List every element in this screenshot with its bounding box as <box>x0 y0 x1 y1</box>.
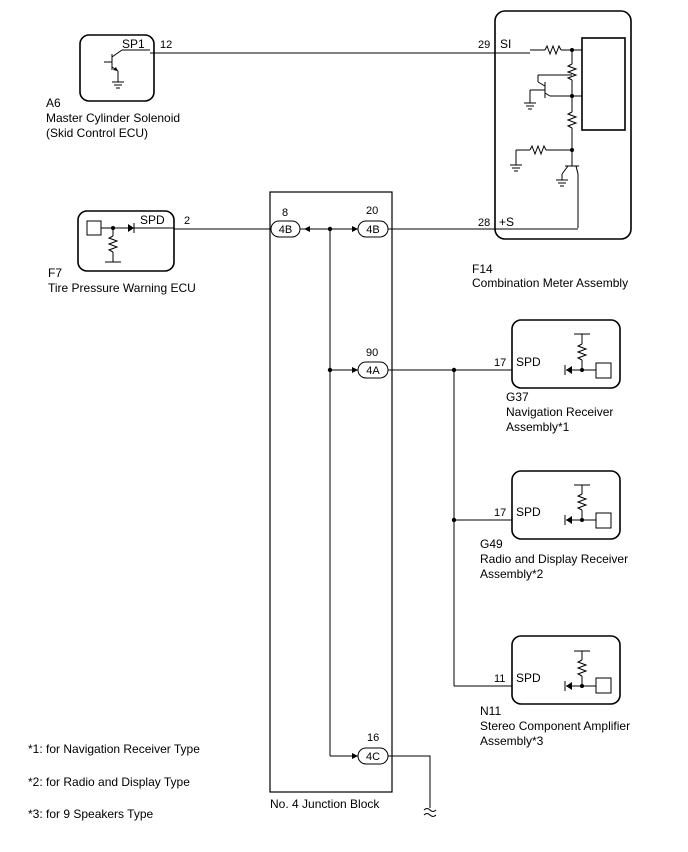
f7-code: F7 <box>48 266 62 280</box>
connector-8-4b: 4B 8 <box>270 207 301 238</box>
a6-code: A6 <box>46 96 61 110</box>
connector-pin: 8 <box>282 207 288 219</box>
a6-pin-number: 12 <box>160 39 172 51</box>
footnote-1: *1: for Navigation Receiver Type <box>28 742 200 756</box>
f14-terminal-si: SI <box>500 37 511 51</box>
connector-label: 4A <box>366 365 380 377</box>
f14-code: F14 <box>472 262 493 276</box>
g49-name-line2: Assembly*2 <box>480 567 544 581</box>
component-f14: 29 SI 28 +S F14 Combination Meter Assemb… <box>472 10 632 290</box>
footnotes: *1: for Navigation Receiver Type *2: for… <box>28 742 200 821</box>
f7-terminal-label: SPD <box>140 213 165 227</box>
component-g37: SPD 17 G37 Navigation Receiver Assembly*… <box>494 319 621 434</box>
junction-block: No. 4 Junction Block 4B 8 4B 20 4A 90 <box>269 191 393 811</box>
g37-code: G37 <box>506 390 529 404</box>
transistor-symbol <box>104 49 150 89</box>
n11-square <box>595 677 612 694</box>
g49-name-line1: Radio and Display Receiver <box>480 552 628 566</box>
f14-name: Combination Meter Assembly <box>472 276 628 290</box>
wire-jb16 <box>388 755 431 808</box>
f14-pin-s: 28 <box>478 217 490 229</box>
arrow-right-16 <box>352 753 358 759</box>
connector-label: 4B <box>366 224 379 236</box>
connector-20-4b: 4B 20 <box>357 205 389 238</box>
n11-pin-number: 11 <box>494 673 505 685</box>
a6-box <box>79 34 155 102</box>
g37-name-line1: Navigation Receiver <box>506 405 613 419</box>
component-g49: SPD 17 G49 Radio and Display Receiver As… <box>480 470 628 581</box>
n11-box <box>511 635 621 705</box>
footnote-2: *2: for Radio and Display Type <box>28 775 190 789</box>
meter-internal-circuit <box>510 44 582 228</box>
n11-code: N11 <box>480 704 501 718</box>
connector-label: 4B <box>279 224 292 236</box>
arrow-right-90 <box>352 367 358 373</box>
a6-name-line1: Master Cylinder Solenoid <box>46 111 180 125</box>
a6-terminal-label: SP1 <box>122 37 145 51</box>
n11-name-line1: Stereo Component Amplifier <box>480 719 630 733</box>
junction-block-name: No. 4 Junction Block <box>270 797 380 811</box>
component-n11: SPD 11 N11 Stereo Component Amplifier As… <box>480 635 630 748</box>
g49-terminal-label: SPD <box>516 505 541 519</box>
g37-square <box>595 362 612 379</box>
f14-pin-si: 29 <box>478 39 490 51</box>
connector-90-4a: 4A 90 <box>357 347 389 379</box>
arrow-right-20 <box>352 226 358 232</box>
junction-block-box <box>269 191 393 793</box>
g37-box <box>511 319 621 389</box>
component-f7: SPD 2 F7 Tire Pressure Warning ECU <box>48 210 196 295</box>
n11-name-line2: Assembly*3 <box>480 734 544 748</box>
connector-label: 4C <box>366 751 380 763</box>
f7-box <box>77 210 175 272</box>
f7-internal-circuit <box>101 223 174 263</box>
connector-pin: 20 <box>366 205 378 217</box>
f7-name: Tire Pressure Warning ECU <box>48 281 196 295</box>
component-a6: SP1 12 A6 Master Cylinder Solenoid (Skid… <box>46 34 180 140</box>
n11-terminal-label: SPD <box>516 671 541 685</box>
footnote-3: *3: for 9 Speakers Type <box>28 807 154 821</box>
g37-pin-number: 17 <box>494 357 506 369</box>
g37-name-line2: Assembly*1 <box>506 420 570 434</box>
a6-name-line2: (Skid Control ECU) <box>46 126 148 140</box>
g49-pin-number: 17 <box>494 507 506 519</box>
meter-ic-block <box>581 37 626 131</box>
g49-square <box>595 512 612 529</box>
g49-code: G49 <box>480 537 503 551</box>
connector-pin: 90 <box>366 347 378 359</box>
g37-terminal-label: SPD <box>516 355 541 369</box>
arrow-left-8 <box>304 226 310 232</box>
wire-break-symbol <box>423 808 437 817</box>
connector-pin: 16 <box>367 732 379 744</box>
f7-sensor-square <box>86 220 102 236</box>
g49-box <box>511 470 621 540</box>
f7-pin-number: 2 <box>184 215 190 227</box>
f14-terminal-s: +S <box>499 215 514 229</box>
connector-16-4c: 4C 16 <box>357 732 389 765</box>
f14-box <box>494 10 632 240</box>
